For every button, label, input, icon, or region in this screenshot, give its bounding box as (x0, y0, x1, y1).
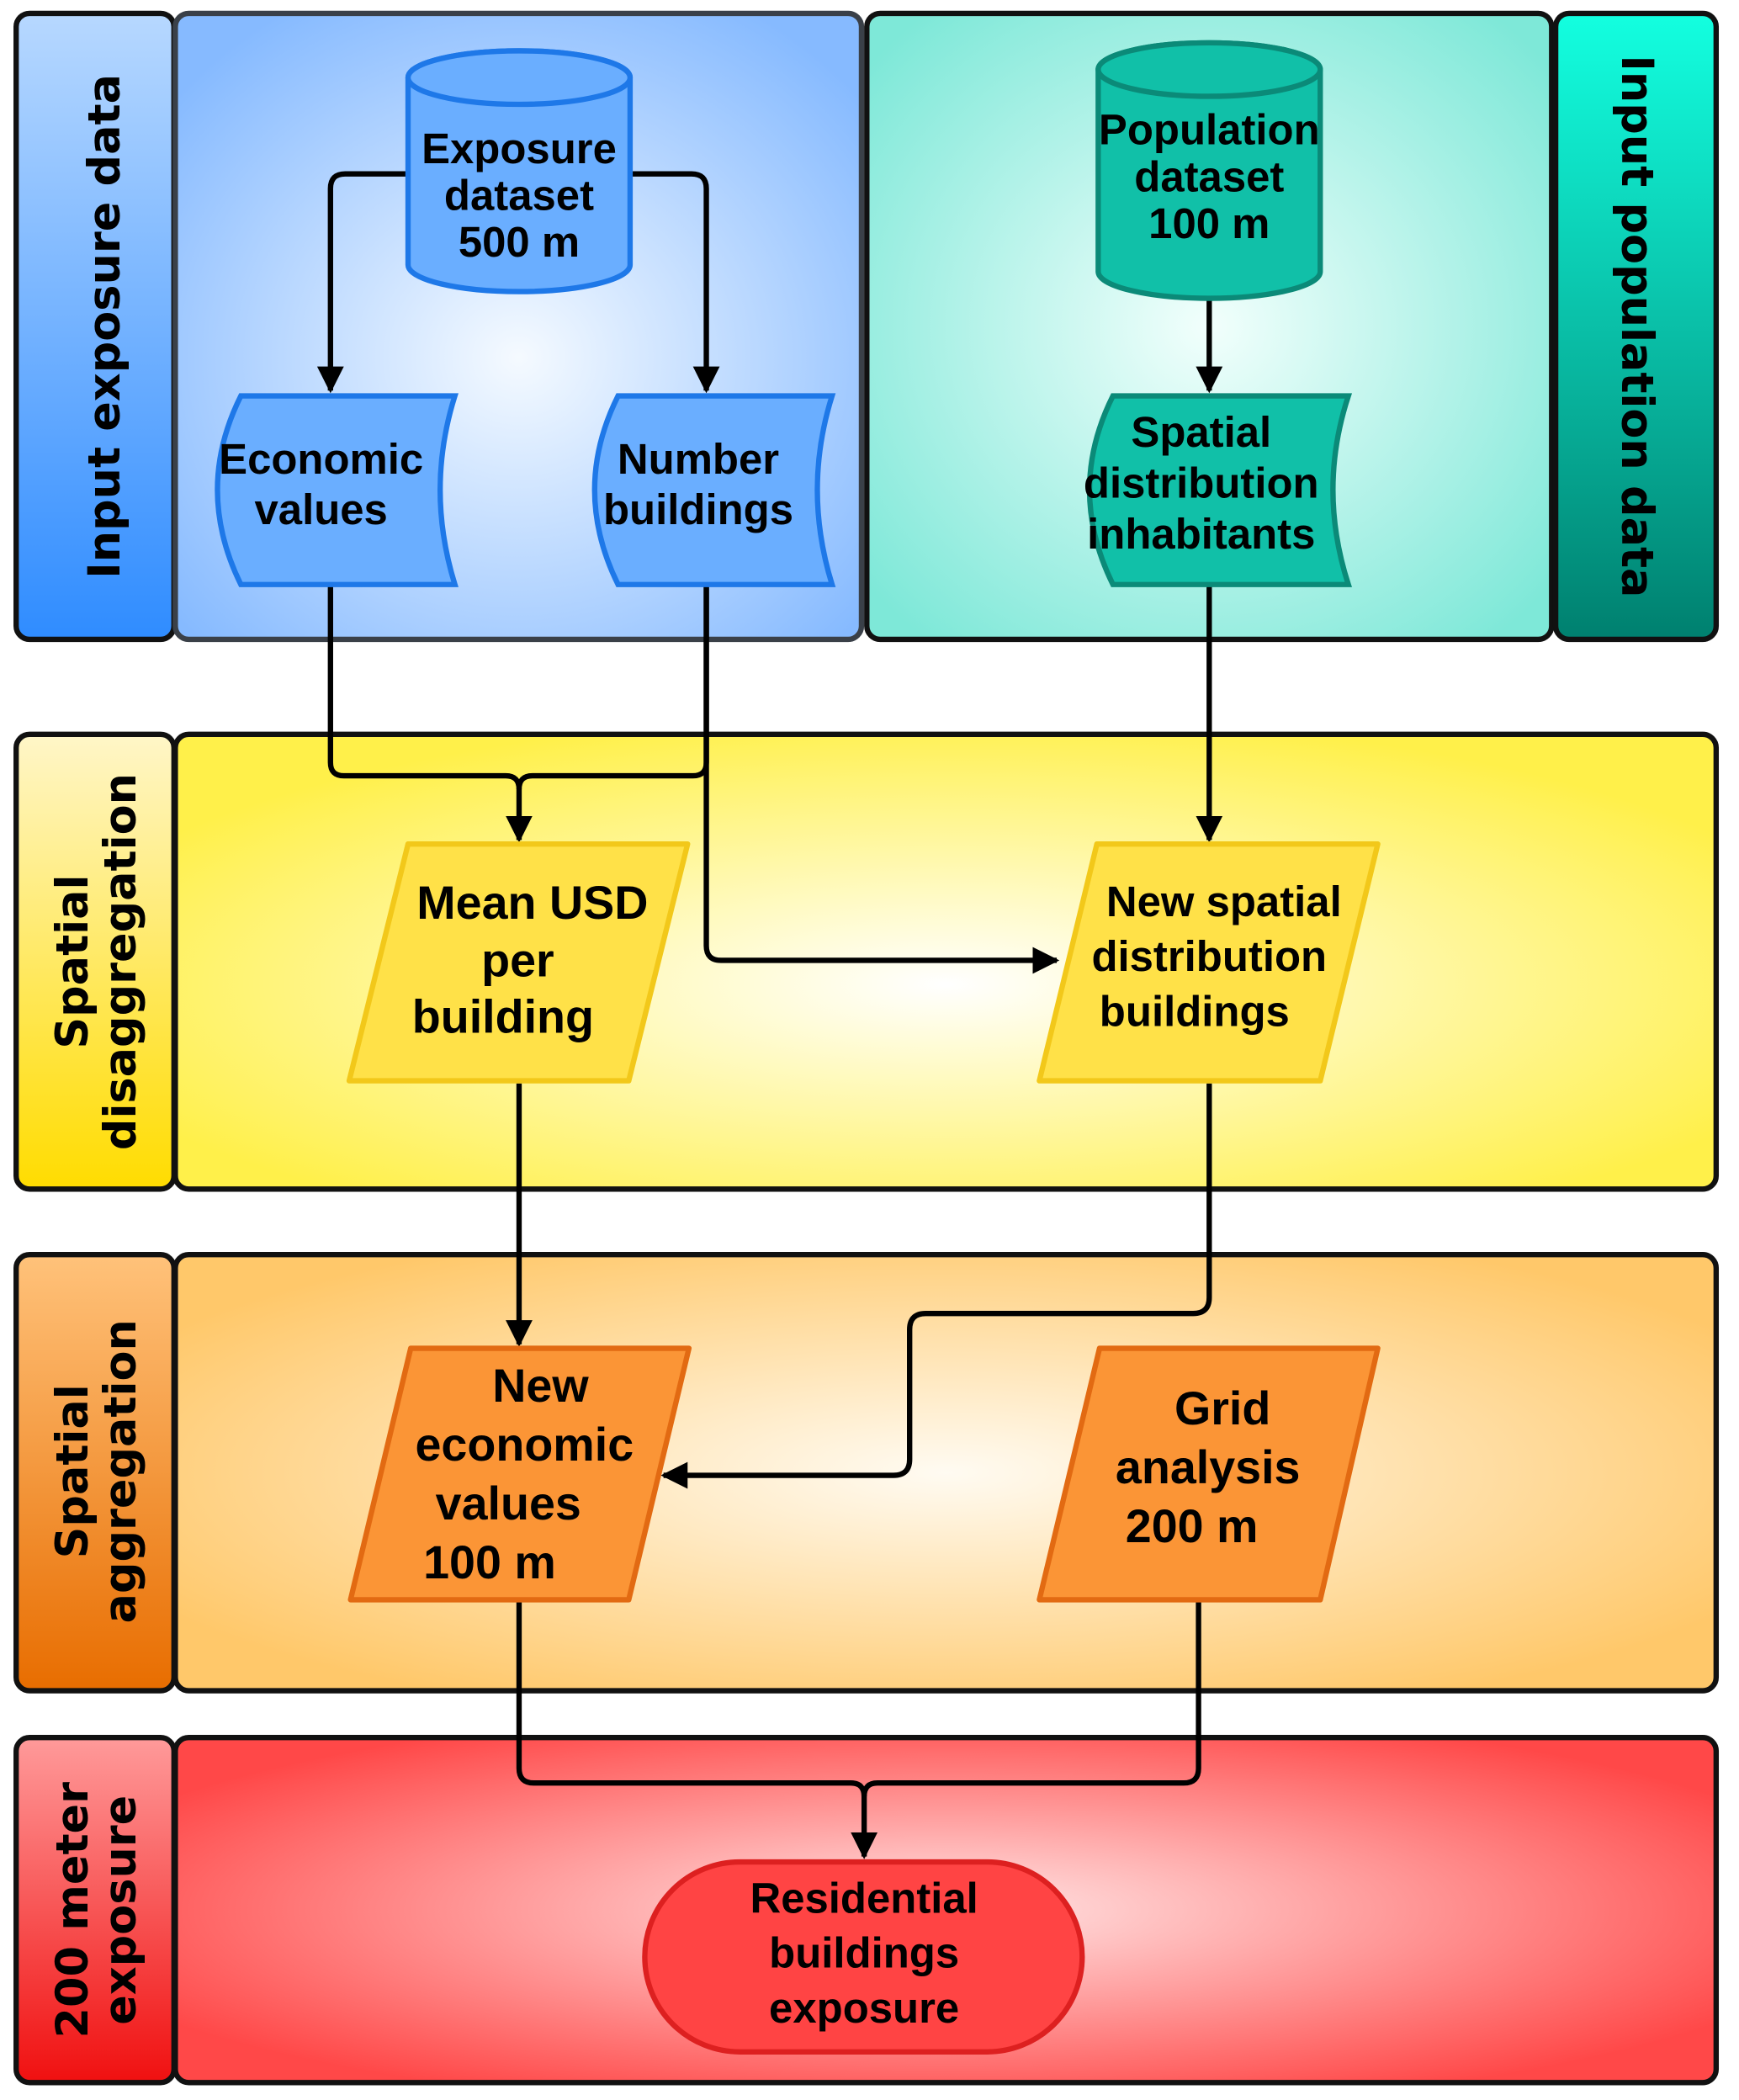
parallelogram-shape (1037, 841, 1381, 1084)
edge-exposure-to-economic (316, 171, 409, 394)
database-top (405, 48, 634, 108)
lane-label-spatial-disaggregation-2: disaggregation (95, 773, 146, 1150)
node-text: Mean USD (416, 877, 648, 929)
node-text: Grid (1174, 1382, 1270, 1434)
edge-number-to-new-spatial (703, 584, 1060, 974)
node-population-dataset[interactable]: Population dataset 100 m (1095, 40, 1323, 301)
node-text: 200 m (1126, 1500, 1259, 1552)
node-text: Residential (750, 1874, 978, 1922)
lane-label-spatial-aggregation-1: Spatial (47, 1384, 98, 1558)
node-text: exposure (769, 1984, 959, 2032)
node-text: building (412, 990, 594, 1042)
node-text: buildings (769, 1929, 959, 1977)
node-text: Exposure (421, 125, 617, 172)
node-residential-buildings-exposure[interactable]: Residential buildings exposure (642, 1859, 1085, 2055)
parallelogram-shape (1037, 1345, 1381, 1603)
node-text: distribution (1091, 932, 1327, 980)
node-text: economic (416, 1419, 634, 1471)
node-text: buildings (1100, 987, 1290, 1035)
lane-label-input-population: Input population data (1611, 55, 1662, 597)
node-economic-values[interactable]: Economic values (215, 393, 459, 587)
node-spatial-distribution-inhabitants[interactable]: Spatial distribution inhabitants (1084, 393, 1353, 587)
node-number-buildings[interactable]: Number buildings (591, 393, 836, 587)
edge-new-spatial-to-new-economic (660, 1083, 1212, 1489)
lane-header-input-population (1552, 10, 1720, 643)
node-text: New (492, 1360, 589, 1412)
node-text: dataset (1134, 152, 1284, 200)
lane-label-spatial-aggregation-2: aggregation (95, 1319, 146, 1623)
edge-exposure-to-number (628, 171, 720, 394)
lane-label-exposure-200m-1: 200 meter (47, 1782, 98, 2039)
database-top (1095, 40, 1323, 99)
node-text: 100 m (423, 1536, 556, 1588)
node-grid-analysis[interactable]: Grid analysis 200 m (1037, 1345, 1381, 1603)
node-new-spatial-distribution-buildings[interactable]: New spatial distribution buildings (1037, 841, 1381, 1084)
lane-label-spatial-disaggregation-1: Spatial (47, 874, 98, 1048)
stored-data-shape (591, 393, 836, 587)
parallelogram-shape (346, 841, 691, 1084)
edge-grid-to-residential (861, 1599, 1201, 1797)
terminator-shape (642, 1859, 1085, 2055)
node-text: 100 m (1148, 199, 1270, 247)
node-text: Population (1099, 106, 1320, 154)
node-text: Economic (219, 435, 423, 483)
lane-label-input-exposure: Input exposure data (79, 74, 130, 579)
lane-label-exposure-200m-2: exposure (95, 1795, 146, 2025)
node-text: per (481, 935, 554, 987)
node-text: distribution (1084, 459, 1319, 506)
node-text: Spatial (1131, 408, 1271, 456)
node-text: dataset (444, 172, 594, 220)
node-text: values (255, 485, 388, 533)
node-text: New spatial (1106, 878, 1342, 925)
node-text: Number (618, 435, 779, 483)
node-new-economic-values[interactable]: New economic values 100 m (347, 1345, 692, 1603)
node-text: 500 m (459, 218, 580, 266)
parallelogram-shape (347, 1345, 692, 1603)
edges (316, 171, 1223, 1859)
node-text: inhabitants (1087, 510, 1315, 558)
stored-data-shape (1086, 393, 1353, 587)
node-text: analysis (1116, 1441, 1301, 1493)
node-exposure-dataset[interactable]: Exposure dataset 500 m (405, 48, 634, 294)
node-mean-usd-per-building[interactable]: Mean USD per building (346, 841, 691, 1084)
node-text: values (436, 1477, 581, 1530)
stored-data-shape (215, 393, 459, 587)
node-text: buildings (603, 485, 793, 533)
